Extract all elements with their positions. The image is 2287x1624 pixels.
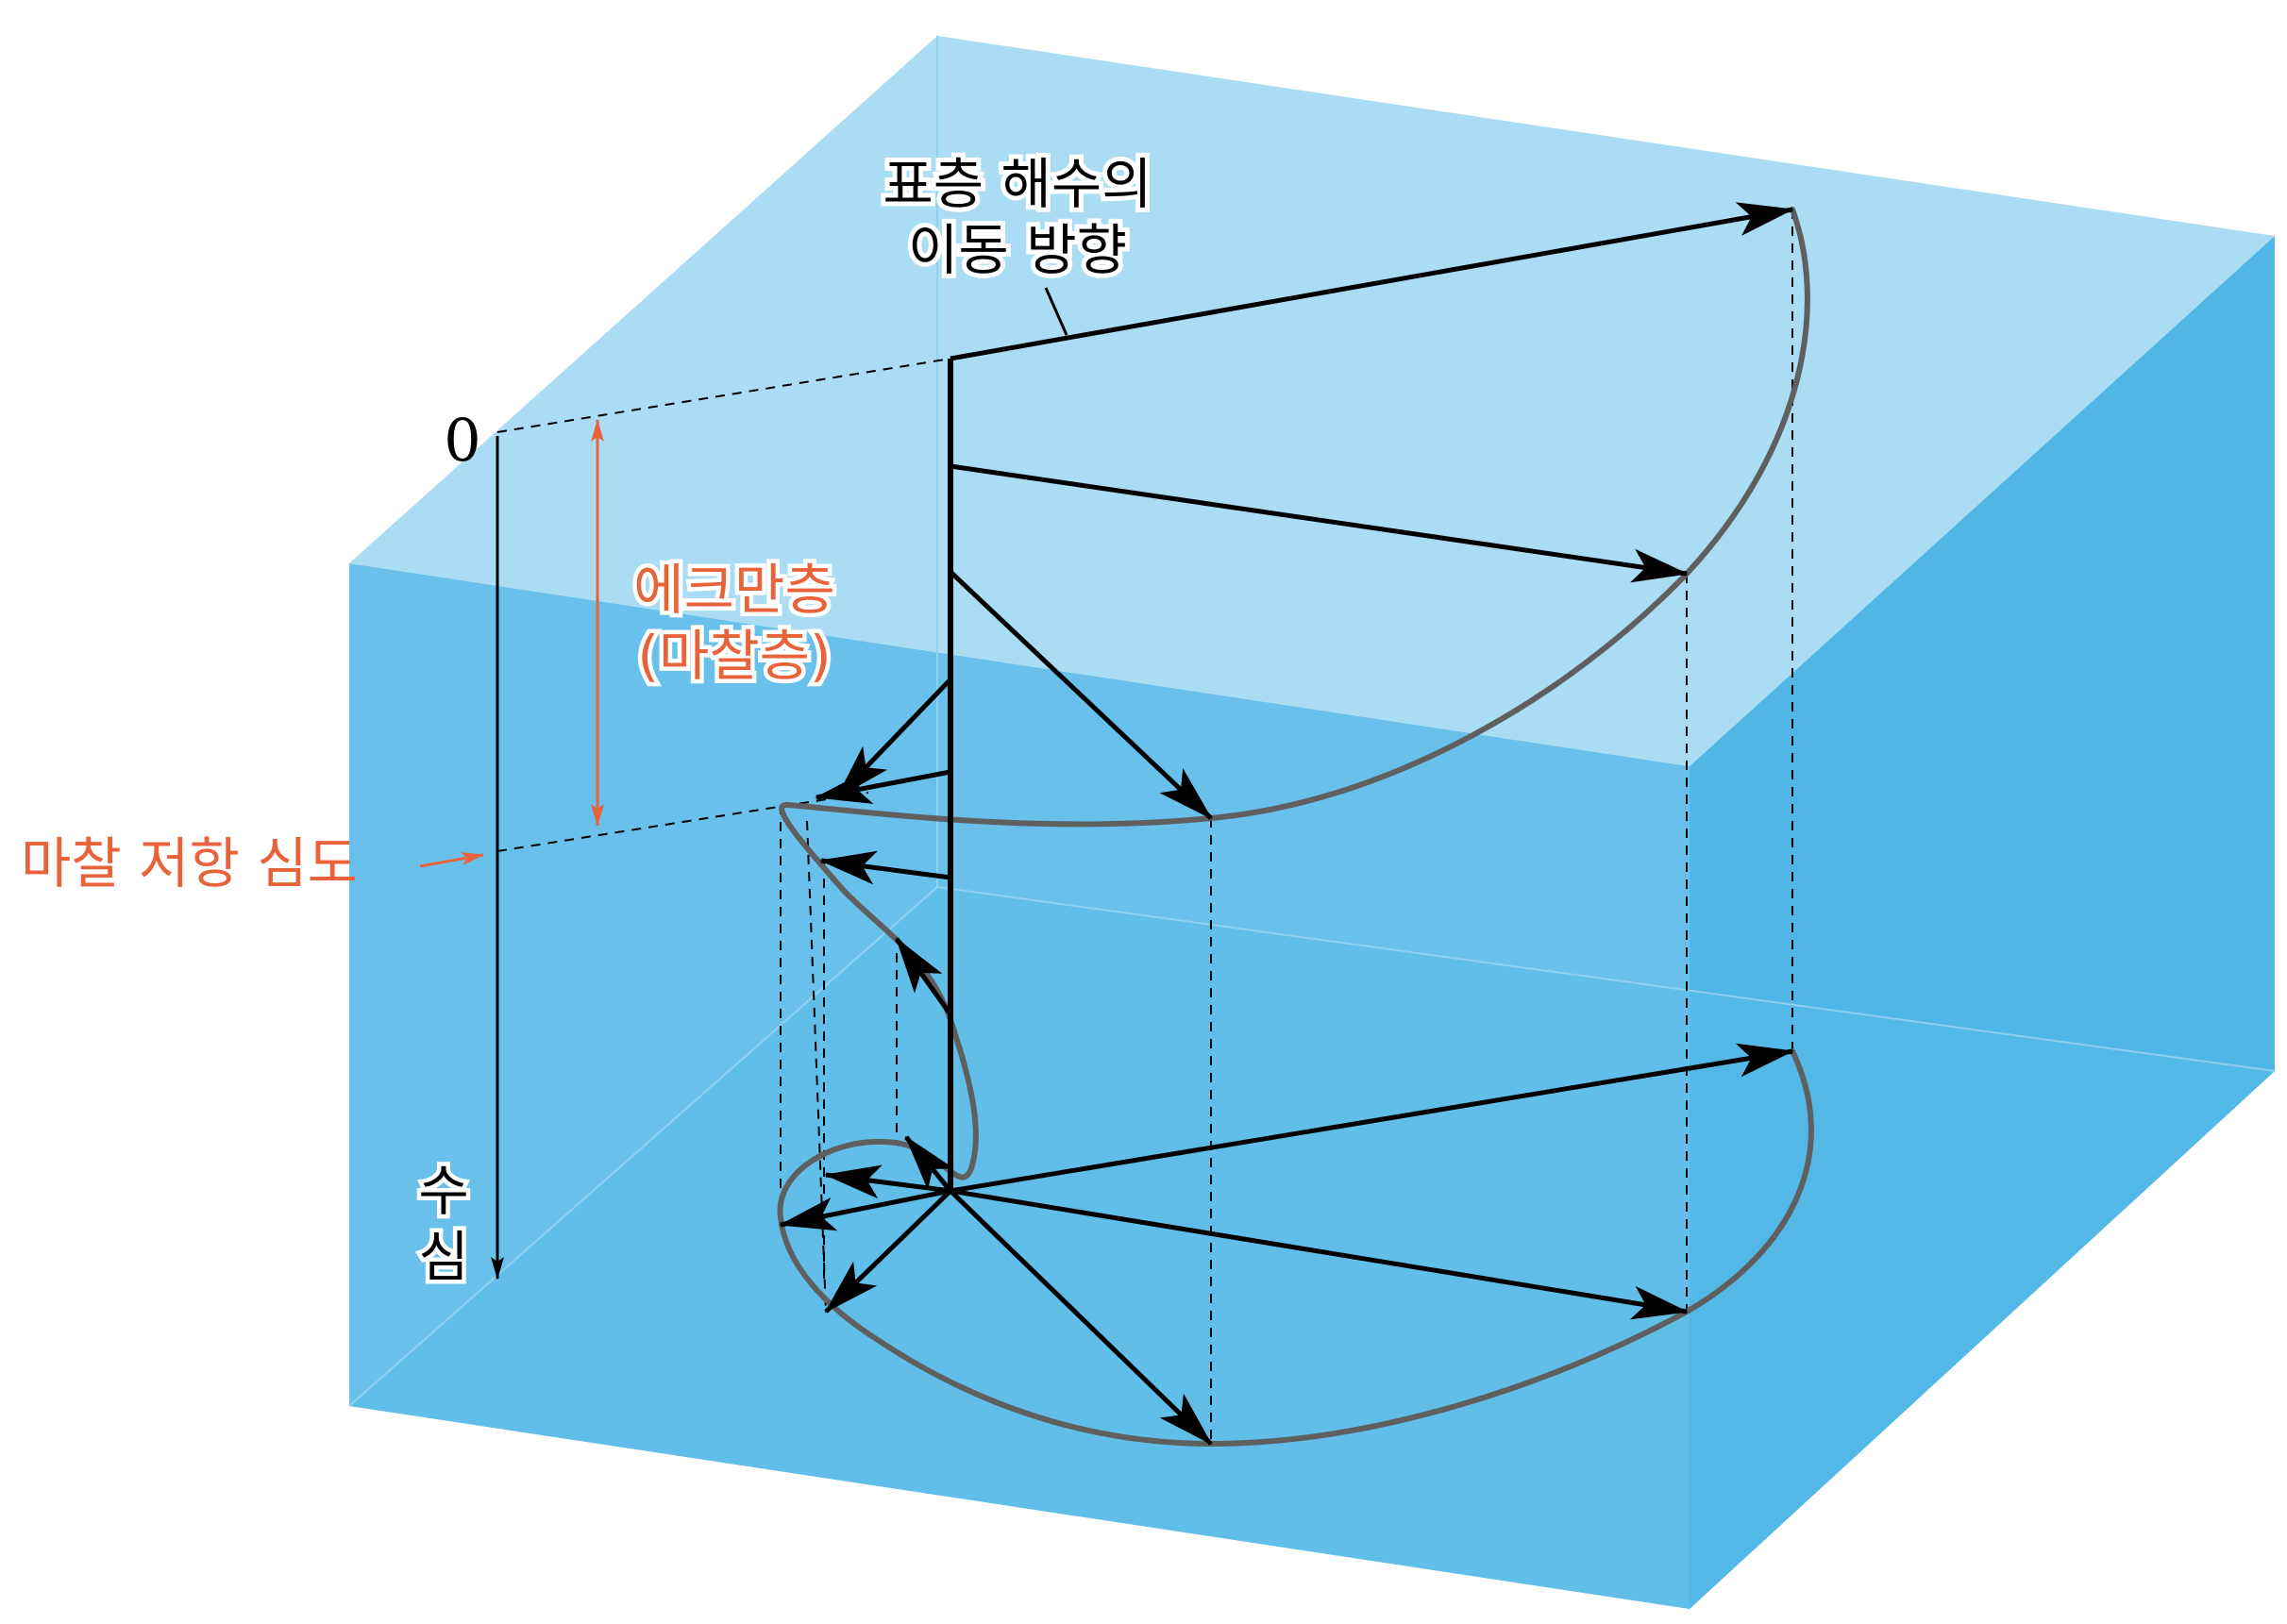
labels: 표층 해수의 이동 방향 0 에크만층 (마찰층) 마찰 저항 심도 수 심 xyxy=(21,147,1157,1294)
proj-arrow-3 xyxy=(949,1189,1213,1446)
friction-depth-label: 마찰 저항 심도 xyxy=(21,831,358,896)
arrow-depth-3 xyxy=(949,570,1213,820)
dash-friction-ref xyxy=(496,792,869,852)
box-hidden-edge-left xyxy=(348,886,938,1407)
ekman-spiral-curve xyxy=(777,207,1814,1448)
water-depth-label-line1: 수 xyxy=(418,1159,468,1223)
arrow-depth-2 xyxy=(950,463,1689,583)
surface-flow-label-line2: 이동 방향 xyxy=(908,218,1127,282)
box-hidden-edge-back xyxy=(936,886,2276,1072)
arrow-depth-7 xyxy=(894,937,953,1016)
friction-depth-pointer xyxy=(419,852,484,868)
dash-surface-ref xyxy=(496,358,951,433)
proj-arrow-5 xyxy=(779,1188,951,1231)
arrow-surface xyxy=(950,202,1794,361)
arrow-depth-6 xyxy=(819,850,951,885)
surface-flow-label-line1: 표층 해수의 xyxy=(883,152,1152,216)
arrow-depth-5 xyxy=(815,769,951,804)
proj-arrow-2 xyxy=(950,1188,1689,1320)
water-depth-label-line2: 심 xyxy=(418,1225,468,1289)
proj-arrow-4 xyxy=(824,1189,952,1314)
proj-arrow-7 xyxy=(904,1135,954,1193)
proj-arrow-1 xyxy=(950,1043,1794,1194)
ekman-layer-label-line2: (마찰층) xyxy=(637,624,831,688)
upper-arrows xyxy=(815,202,1794,1016)
projected-arrows xyxy=(779,1043,1794,1446)
surface-label-leader xyxy=(1044,287,1068,336)
depth-zero-label: 0 xyxy=(444,406,480,475)
water-box xyxy=(348,36,2276,1609)
ekman-layer-label-line1: 에크만층 xyxy=(633,558,834,622)
